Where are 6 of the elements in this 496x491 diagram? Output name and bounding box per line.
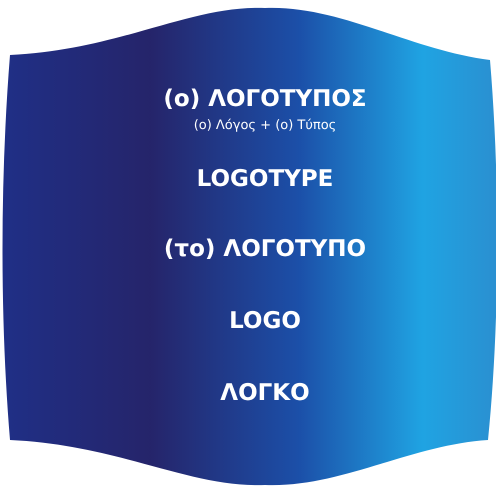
heading-text: (ο) ΛΟΓΟΤΥΠΟΣ <box>162 86 368 112</box>
heading-text: LOGOTYPE <box>196 166 334 192</box>
subtitle-text: (ο) Λόγος + (ο) Τύπος <box>192 118 338 133</box>
heading-text: (το) ΛΟΓΟΤΥΠΟ <box>162 236 368 262</box>
heading-text: ΛΟΓΚΟ <box>219 380 311 406</box>
heading-text: LOGO <box>228 308 302 334</box>
